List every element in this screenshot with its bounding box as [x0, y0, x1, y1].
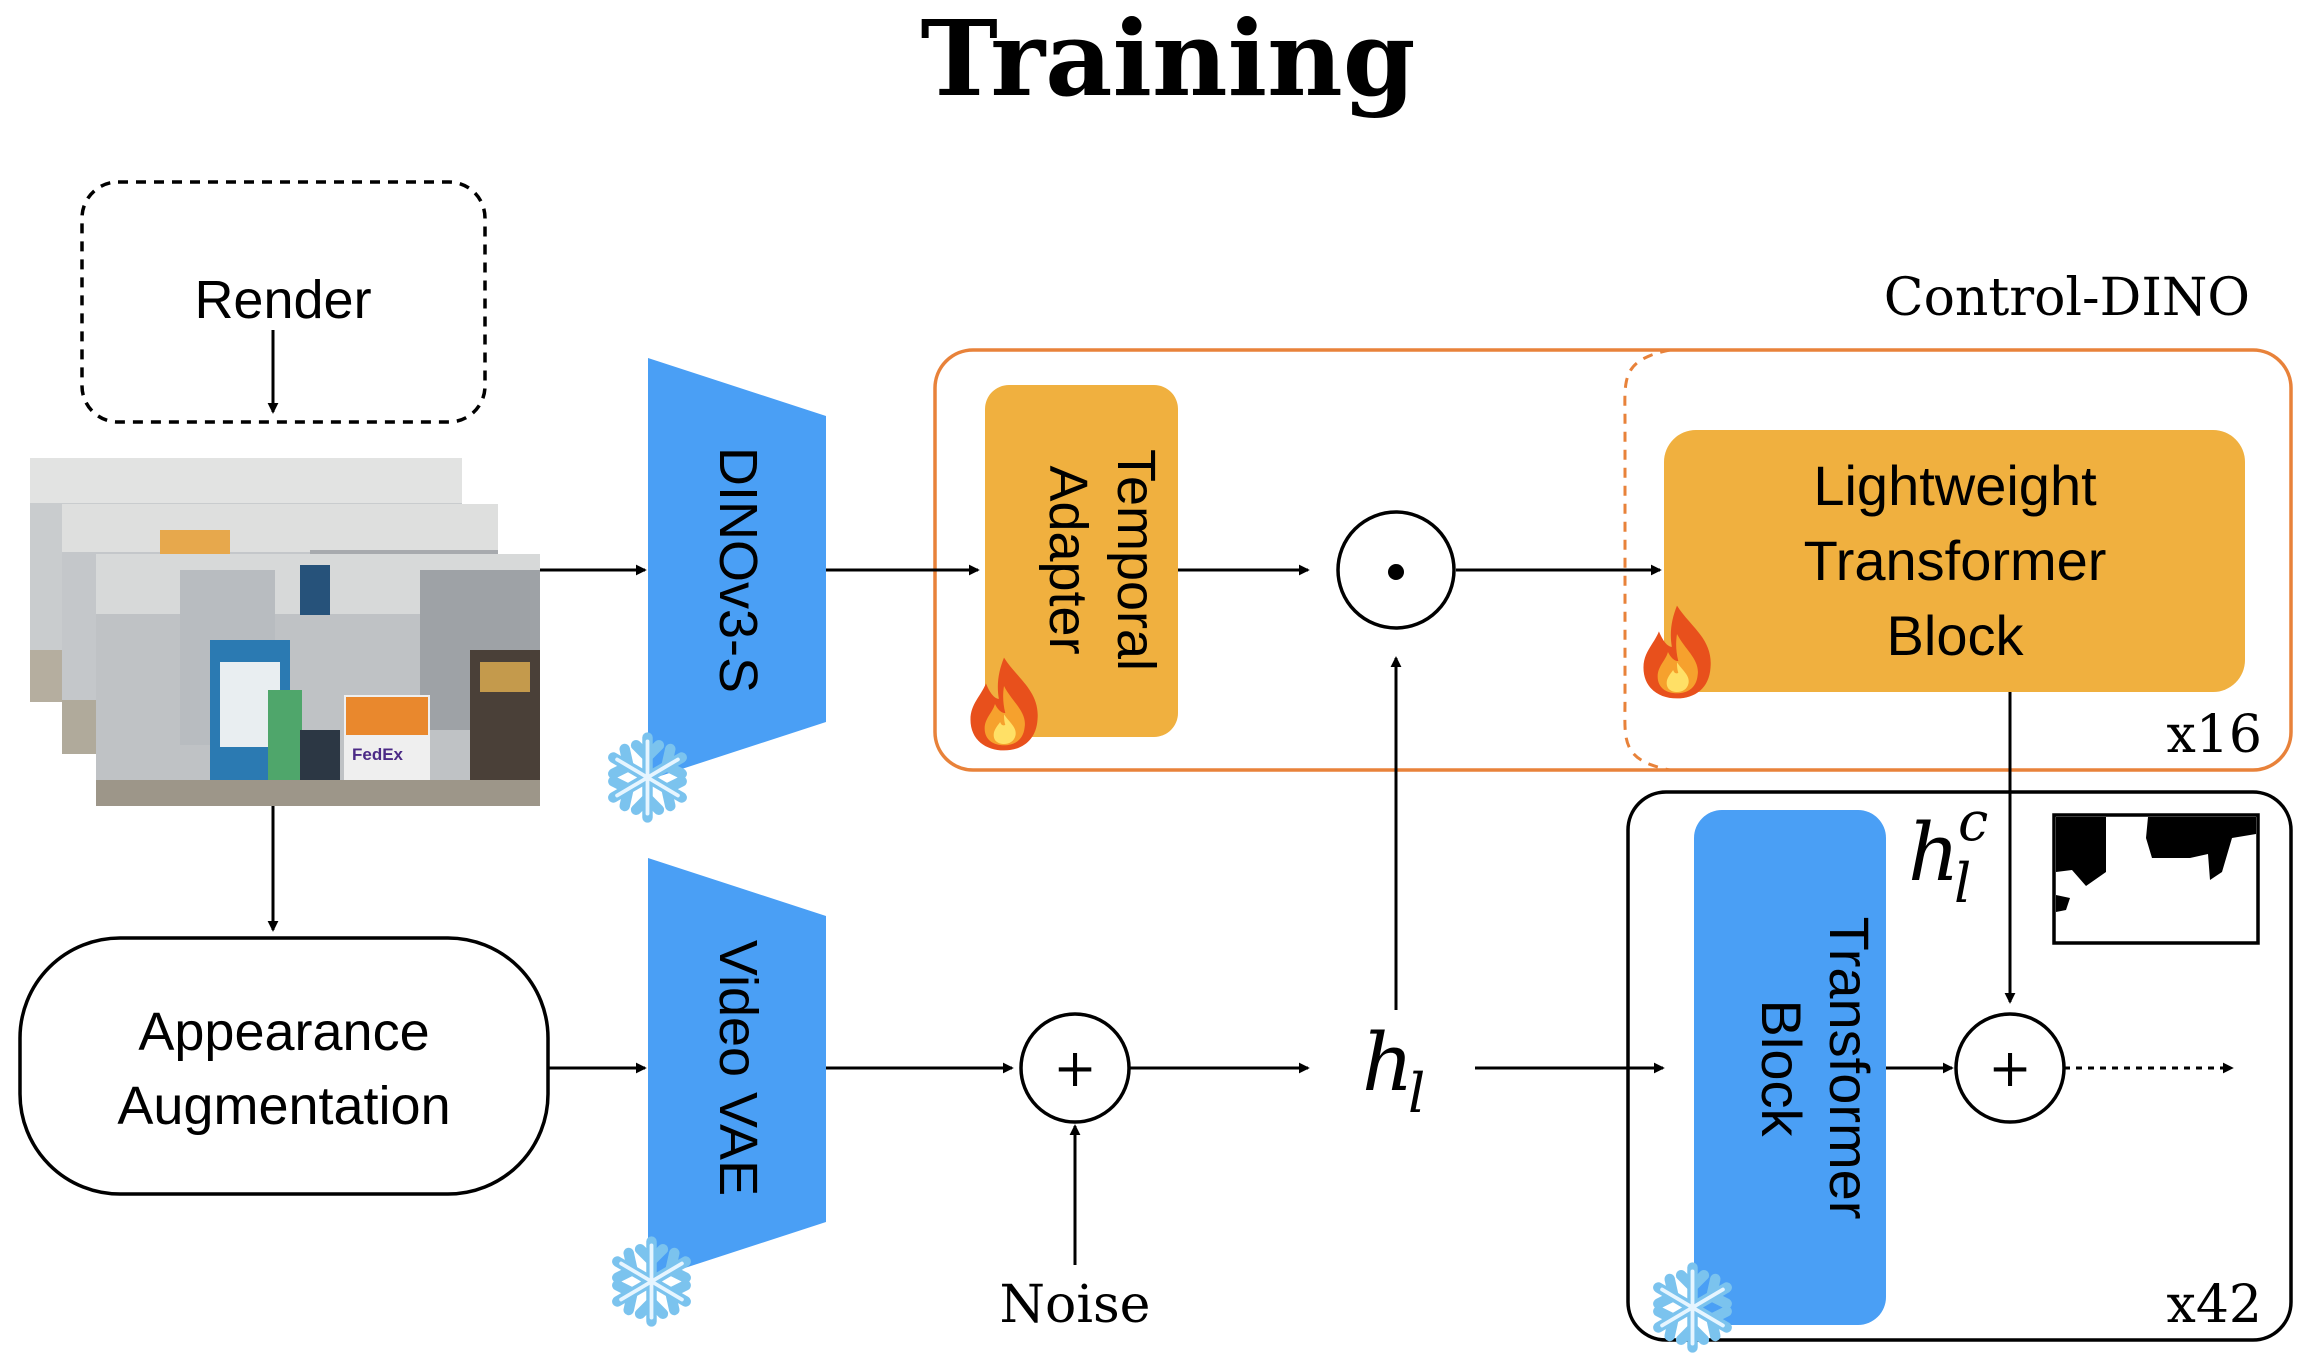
input-video-frames: FedEx — [30, 458, 540, 806]
control-hidden-state-subscript-l: l — [1954, 852, 1971, 915]
hidden-state-subscript-l: l — [1408, 1062, 1425, 1125]
fedex-sign: FedEx — [352, 745, 404, 764]
video-frame-front: FedEx — [96, 554, 540, 806]
mask-thumbnail — [2052, 813, 2260, 945]
lightweight-transformer-line3: Block — [1887, 604, 2025, 667]
dinov3-label: DINOv3-S — [708, 447, 768, 693]
lightweight-transformer-line1: Lightweight — [1813, 454, 2097, 517]
control-dino-repeat-count: x16 — [2167, 705, 2263, 765]
main-transformer-box — [1626, 790, 2293, 1342]
lightweight-transformer-block — [1664, 430, 2245, 692]
snowflake-icon — [613, 738, 681, 818]
main-transformer-repeat-count: x42 — [2167, 1275, 2263, 1335]
noise-add-symbol: + — [1053, 1039, 1097, 1099]
appearance-augmentation-line1: Appearance — [138, 1002, 429, 1062]
snowflake-icon — [617, 1242, 685, 1322]
render-label: Render — [194, 270, 371, 330]
control-hidden-state-superscript-c: c — [1958, 790, 1988, 853]
temporal-adapter-line2: Adapter — [1038, 465, 1098, 654]
transformer-block — [1694, 810, 1886, 1325]
transformer-block-line2: Block — [1750, 1000, 1813, 1138]
hidden-state-h: h — [1362, 1016, 1414, 1109]
noise-label: Noise — [1000, 1275, 1151, 1335]
control-dino-repeat-bracket — [1623, 348, 1671, 772]
appearance-augmentation-line2: Augmentation — [117, 1076, 450, 1136]
render-box — [80, 180, 487, 424]
temporal-adapter-block — [985, 385, 1178, 737]
transformer-block-line1: Transformer — [1818, 917, 1881, 1220]
video-vae-encoder-shape — [648, 858, 826, 1280]
appearance-augmentation-box — [18, 936, 550, 1196]
video-vae-label: Video VAE — [708, 940, 768, 1196]
control-dino-box — [933, 348, 2293, 772]
temporal-adapter-line1: Temporal — [1106, 449, 1166, 671]
diagram-title: Training — [921, 0, 1416, 120]
lightweight-transformer-line2: Transformer — [1804, 529, 2107, 592]
dinov3-encoder-shape — [648, 358, 826, 780]
control-hidden-state-h: h — [1908, 806, 1960, 899]
control-dino-label: Control-DINO — [1884, 268, 2250, 328]
residual-add-symbol: + — [1988, 1039, 2032, 1099]
elementwise-product-dot — [1388, 564, 1404, 580]
